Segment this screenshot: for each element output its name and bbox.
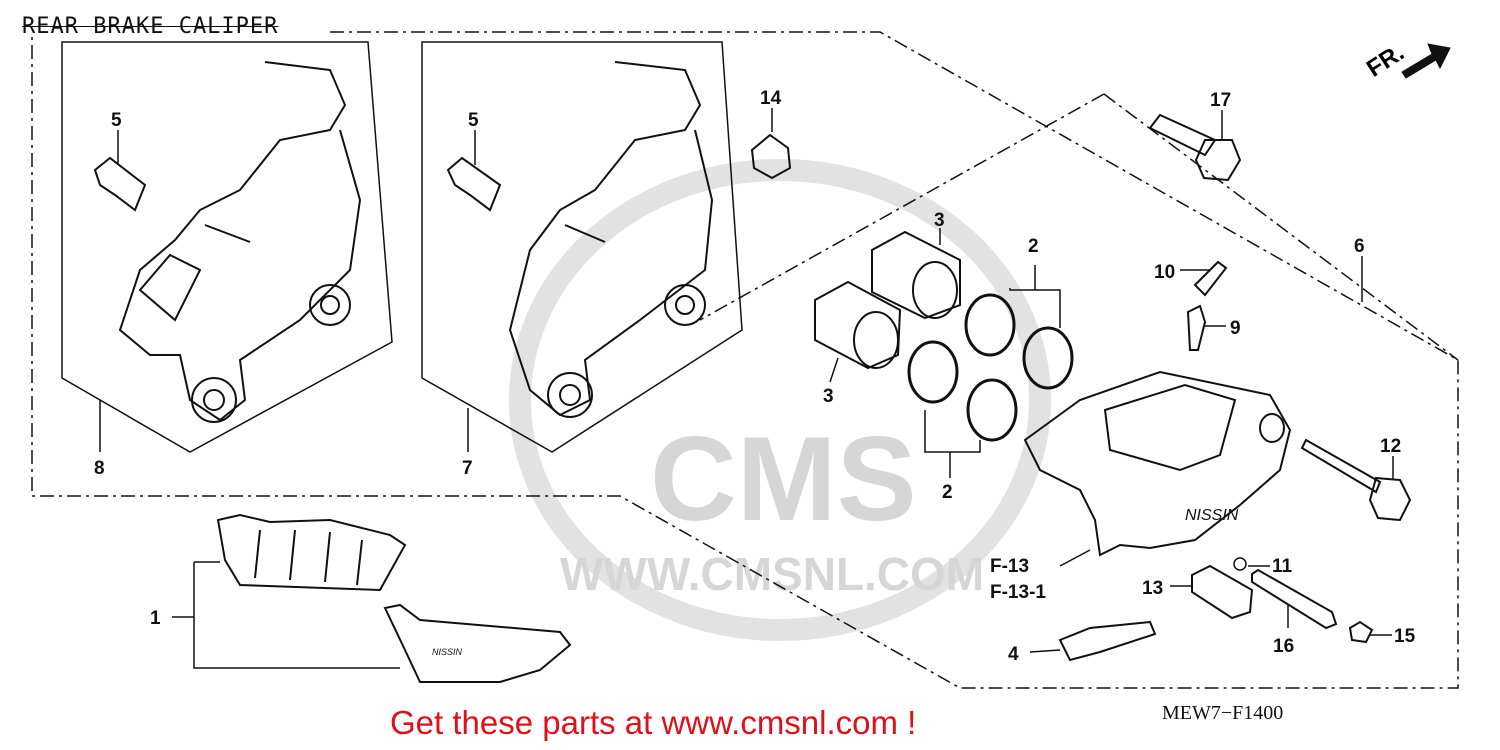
callout-5a: 5 bbox=[111, 110, 122, 131]
diagram-code: MEW7−F1400 bbox=[1162, 702, 1284, 724]
bolt-17 bbox=[1148, 113, 1242, 182]
seal-4 bbox=[966, 378, 1018, 442]
watermark-url: WWW.CMSNL.COM bbox=[560, 548, 984, 600]
callout-9: 9 bbox=[1230, 318, 1241, 339]
callout-14: 14 bbox=[760, 88, 782, 109]
callout-7: 7 bbox=[462, 458, 473, 479]
caliper-brand-label: NISSIN bbox=[1185, 507, 1239, 524]
caliper-bracket-7 bbox=[508, 61, 714, 418]
bolt-13 bbox=[1191, 564, 1254, 620]
pin-16 bbox=[1251, 568, 1338, 630]
assembly-outline-left bbox=[31, 31, 1459, 689]
callout-3b: 3 bbox=[823, 386, 834, 407]
pad-brand-label: NISSIN bbox=[432, 647, 463, 657]
bracket-box-8 bbox=[61, 41, 393, 453]
callout-2b: 2 bbox=[942, 482, 953, 503]
pad-spring-5a bbox=[93, 156, 147, 212]
callout-12: 12 bbox=[1380, 436, 1401, 457]
watermark: CMS WWW.CMSNL.COM bbox=[509, 159, 1051, 641]
pad-retainer-4 bbox=[1058, 620, 1157, 662]
piston-lower bbox=[814, 280, 902, 370]
caliper-bracket-8 bbox=[118, 61, 362, 423]
callout-16: 16 bbox=[1273, 636, 1294, 657]
brake-pad-upper bbox=[216, 513, 407, 592]
callout-4: 4 bbox=[1008, 644, 1019, 665]
callout-2a: 2 bbox=[1028, 236, 1039, 257]
washer-11 bbox=[1233, 557, 1247, 571]
assembly-outline-caliper bbox=[1103, 93, 1459, 361]
diagram-title: REAR BRAKE CALIPER bbox=[22, 14, 279, 39]
front-direction-arrow bbox=[1401, 43, 1451, 79]
callout-1: 1 bbox=[150, 608, 161, 629]
pin-bolt-12 bbox=[1300, 438, 1412, 522]
callout-15: 15 bbox=[1394, 626, 1416, 647]
callout-5b: 5 bbox=[468, 110, 479, 131]
brake-pad-lower: NISSIN bbox=[383, 603, 572, 683]
callout-10: 10 bbox=[1154, 262, 1175, 283]
seal-3 bbox=[907, 340, 959, 404]
plug-15 bbox=[1348, 620, 1374, 644]
pad-spring-5b bbox=[446, 156, 502, 212]
callout-6: 6 bbox=[1354, 236, 1365, 257]
promo-link-text[interactable]: Get these parts at www.cmsnl.com ! bbox=[390, 704, 917, 741]
bleeder-cap-10 bbox=[1193, 260, 1228, 297]
seal-2 bbox=[1022, 326, 1074, 390]
cap-14 bbox=[750, 133, 792, 180]
callout-labels: 1 2 2 3 3 4 5 5 6 7 8 9 10 11 12 13 14 1… bbox=[94, 88, 1416, 665]
piston-upper bbox=[871, 230, 961, 320]
callout-13: 13 bbox=[1142, 578, 1163, 599]
callout-17: 17 bbox=[1210, 90, 1231, 111]
callout-f13-1: F-13-1 bbox=[990, 582, 1046, 603]
callout-3a: 3 bbox=[934, 210, 945, 231]
bracket-box-7 bbox=[421, 41, 743, 453]
callout-8: 8 bbox=[94, 458, 105, 479]
callout-11: 11 bbox=[1272, 556, 1293, 577]
seal-1 bbox=[964, 293, 1016, 357]
callout-f13: F-13 bbox=[990, 556, 1029, 577]
bleeder-9 bbox=[1186, 304, 1207, 351]
watermark-logo: CMS bbox=[650, 412, 917, 546]
brake-caliper-body: NISSIN bbox=[1023, 370, 1292, 557]
